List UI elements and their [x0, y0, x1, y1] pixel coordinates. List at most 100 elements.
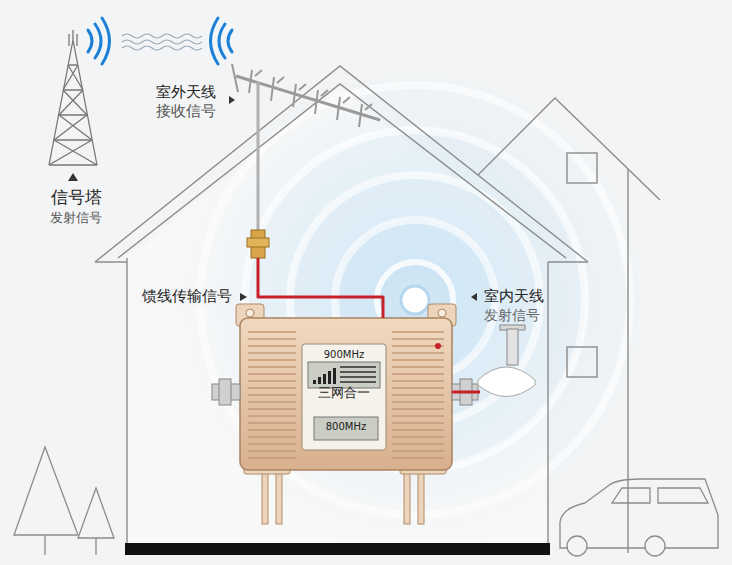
- antenna-subtitle: 接收信号: [156, 103, 216, 120]
- booster-screen: [302, 344, 386, 450]
- booster-legs: [404, 466, 410, 524]
- house-outline: [95, 66, 588, 262]
- house-outline: [118, 84, 566, 258]
- car: [645, 536, 665, 556]
- pointer-marks: [471, 293, 477, 301]
- booster-screen: [340, 381, 376, 383]
- radio-waves: [102, 18, 110, 64]
- radio-waves: [95, 24, 101, 58]
- ceiling-antenna: [478, 367, 535, 397]
- radio-waves: [211, 18, 219, 64]
- booster-body: [392, 332, 444, 458]
- house-outline: [567, 347, 597, 377]
- radio-waves: [228, 30, 232, 52]
- n-connector: [212, 379, 478, 405]
- booster-body: [435, 343, 441, 349]
- tower-title: 信号塔: [38, 188, 114, 208]
- booster-mount-tabs: [246, 309, 254, 317]
- tree: [78, 488, 114, 555]
- feeder-cable: [258, 258, 383, 318]
- pointer-marks: [240, 293, 247, 301]
- booster-screen: [318, 377, 321, 384]
- car: [612, 488, 708, 503]
- signal-tower-node: 信号塔发射信号: [38, 34, 117, 230]
- outdoor-yagi-antenna: [249, 70, 362, 127]
- antenna-title: 室外天线: [156, 84, 216, 101]
- antenna-title: 室内天线: [484, 288, 544, 305]
- ground-bar: [125, 543, 550, 555]
- house-outline: [127, 258, 548, 553]
- signal-tower: [49, 65, 97, 165]
- pointer-marks: [68, 173, 78, 181]
- pointer-marks: [229, 96, 235, 104]
- booster-legs: [262, 466, 268, 524]
- house-outline: [95, 261, 588, 262]
- outdoor-yagi-antenna: [257, 82, 260, 234]
- car: [560, 479, 718, 548]
- booster-body: [240, 318, 452, 470]
- outdoor-yagi-antenna: [232, 64, 238, 92]
- model-label: 三网合一: [302, 386, 386, 401]
- booster-body: [240, 318, 452, 470]
- n-connector: [219, 379, 231, 405]
- booster-screen: [340, 366, 376, 368]
- booster-body: [248, 332, 296, 458]
- booster-screen: [313, 380, 316, 384]
- ceiling-antenna: [507, 329, 518, 365]
- booster-legs: [244, 464, 446, 524]
- outdoor-antenna-node: 室外天线接收信号: [150, 62, 386, 258]
- outdoor-yagi-antenna: [232, 64, 380, 234]
- booster-screen: [323, 374, 326, 384]
- radio-waves: [219, 24, 225, 58]
- signal-rings: [401, 286, 429, 314]
- house-outline: [567, 153, 597, 183]
- booster-mount-tabs: [438, 309, 446, 317]
- sma-connector: [247, 238, 269, 247]
- signal-rings: [200, 85, 630, 515]
- tree: [14, 447, 114, 555]
- signal-tower: [69, 30, 77, 46]
- wave-lines: [122, 40, 202, 44]
- tower-subtitle: 发射信号: [38, 211, 114, 226]
- booster-legs: [418, 466, 424, 524]
- outdoor-yagi-antenna: [255, 70, 372, 110]
- car: [567, 536, 587, 556]
- signal-tower: [49, 65, 97, 165]
- pointer-marks: [68, 96, 477, 301]
- edge-label: 馈线传输信号: [140, 288, 234, 305]
- booster-screen: [302, 344, 386, 450]
- sma-connector: [247, 230, 269, 258]
- wave-lines: [122, 34, 202, 38]
- band-label: 800MHz: [314, 421, 378, 433]
- booster-screen: [328, 371, 331, 384]
- car: [560, 479, 718, 556]
- house-outline: [95, 66, 660, 553]
- signal-rings: [160, 45, 670, 555]
- booster-screen: [340, 371, 376, 373]
- booster-screen: [340, 376, 376, 378]
- wave-lines: [122, 46, 202, 50]
- feeder-cable: [452, 391, 480, 394]
- signal-tower: [49, 30, 97, 165]
- antenna-subtitle: 发射信号: [484, 307, 540, 323]
- booster-screen: [333, 368, 336, 384]
- tree: [14, 447, 78, 555]
- ground-bar: [125, 543, 550, 555]
- indoor-antenna-node: 室内天线发射信号: [480, 286, 552, 408]
- booster-screen: [308, 362, 380, 388]
- signal-rings: [160, 45, 670, 555]
- radio-waves: [88, 30, 92, 52]
- house-outline: [627, 170, 628, 553]
- ceiling-antenna: [478, 325, 535, 397]
- radio-waves: [88, 18, 232, 64]
- signal-tower: [49, 40, 97, 165]
- band-label: 900MHz: [302, 349, 386, 361]
- booster-screen: [314, 417, 378, 440]
- booster-legs: [276, 466, 282, 524]
- wave-lines: [122, 34, 202, 50]
- house-outline: [478, 98, 660, 200]
- booster-node: 900MHz 三网合一 800MHz: [240, 318, 452, 470]
